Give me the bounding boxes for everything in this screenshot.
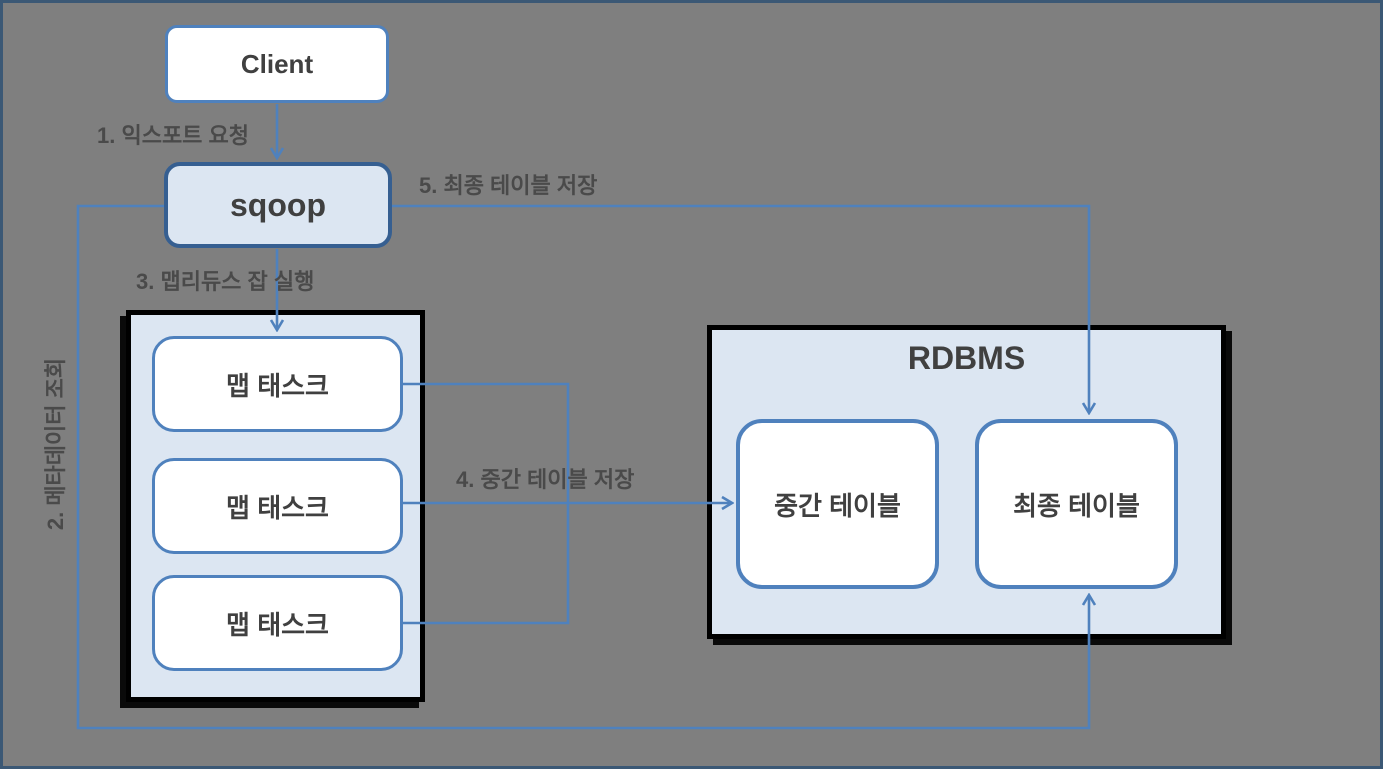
sqoop-node-label: sqoop [230, 186, 326, 223]
edge-label-metadata-lookup: 2. 메타데이터 조회 [43, 357, 68, 531]
map-task-label-1: 맵 태스크 [226, 370, 329, 401]
client-node: Client [165, 25, 389, 103]
edge-label-final-table-save: 5. 최종 테이블 저장 [419, 173, 598, 198]
edge-label-mapreduce-job-run: 3. 맵리듀스 잡 실행 [136, 269, 315, 294]
rdbms-title: RDBMS [907, 340, 1026, 376]
edge-final-table-save-arrow [392, 204, 1089, 413]
map-task-label-3: 맵 태스크 [226, 609, 329, 640]
final-table-node: 최종 테이블 [975, 419, 1178, 589]
final-table-label: 최종 테이블 [1013, 490, 1140, 521]
client-node-label: Client [240, 48, 314, 79]
map-task-node-2: 맵 태스크 [152, 458, 403, 554]
edge-label-export-request: 1. 익스포트 요청 [97, 123, 250, 148]
edge-label-intermediate-table-save: 4. 중간 테이블 저장 [456, 467, 635, 492]
map-task-label-2: 맵 태스크 [226, 492, 329, 523]
map-task-node-3: 맵 태스크 [152, 575, 403, 671]
edge-metadata-loop-arrow [76, 204, 1089, 730]
intermediate-table-node: 중간 테이블 [736, 419, 939, 589]
map-task-node-1: 맵 태스크 [152, 336, 403, 432]
sqoop-node: sqoop [164, 162, 392, 248]
intermediate-table-label: 중간 테이블 [774, 490, 901, 521]
